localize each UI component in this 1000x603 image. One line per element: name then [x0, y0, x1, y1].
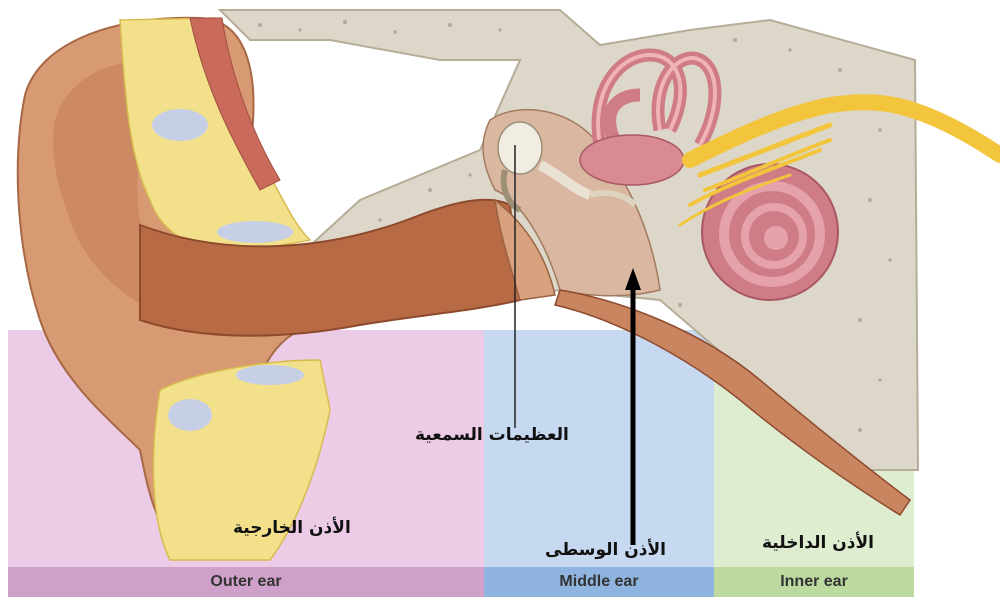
cartilage-pocket-3 [236, 365, 304, 385]
inner-ear-arabic-label: الأذن الداخلية [762, 533, 874, 553]
middle-ear-zone [484, 330, 714, 567]
cartilage-pocket-2 [217, 221, 293, 243]
ossicles-arabic-label: العظيمات السمعية [415, 425, 569, 445]
cartilage-pocket-4 [168, 399, 212, 431]
outer-ear-arabic-label: الأذن الخارجية [233, 518, 351, 538]
middle-ear-arabic-label: الأذن الوسطى [545, 540, 666, 560]
vestibule [580, 135, 684, 185]
outer-ear-label: Outer ear [8, 567, 484, 597]
cartilage-pocket-1 [152, 109, 208, 141]
middle-ear-label: Middle ear [484, 567, 714, 597]
inner-ear-label: Inner ear [714, 567, 914, 597]
